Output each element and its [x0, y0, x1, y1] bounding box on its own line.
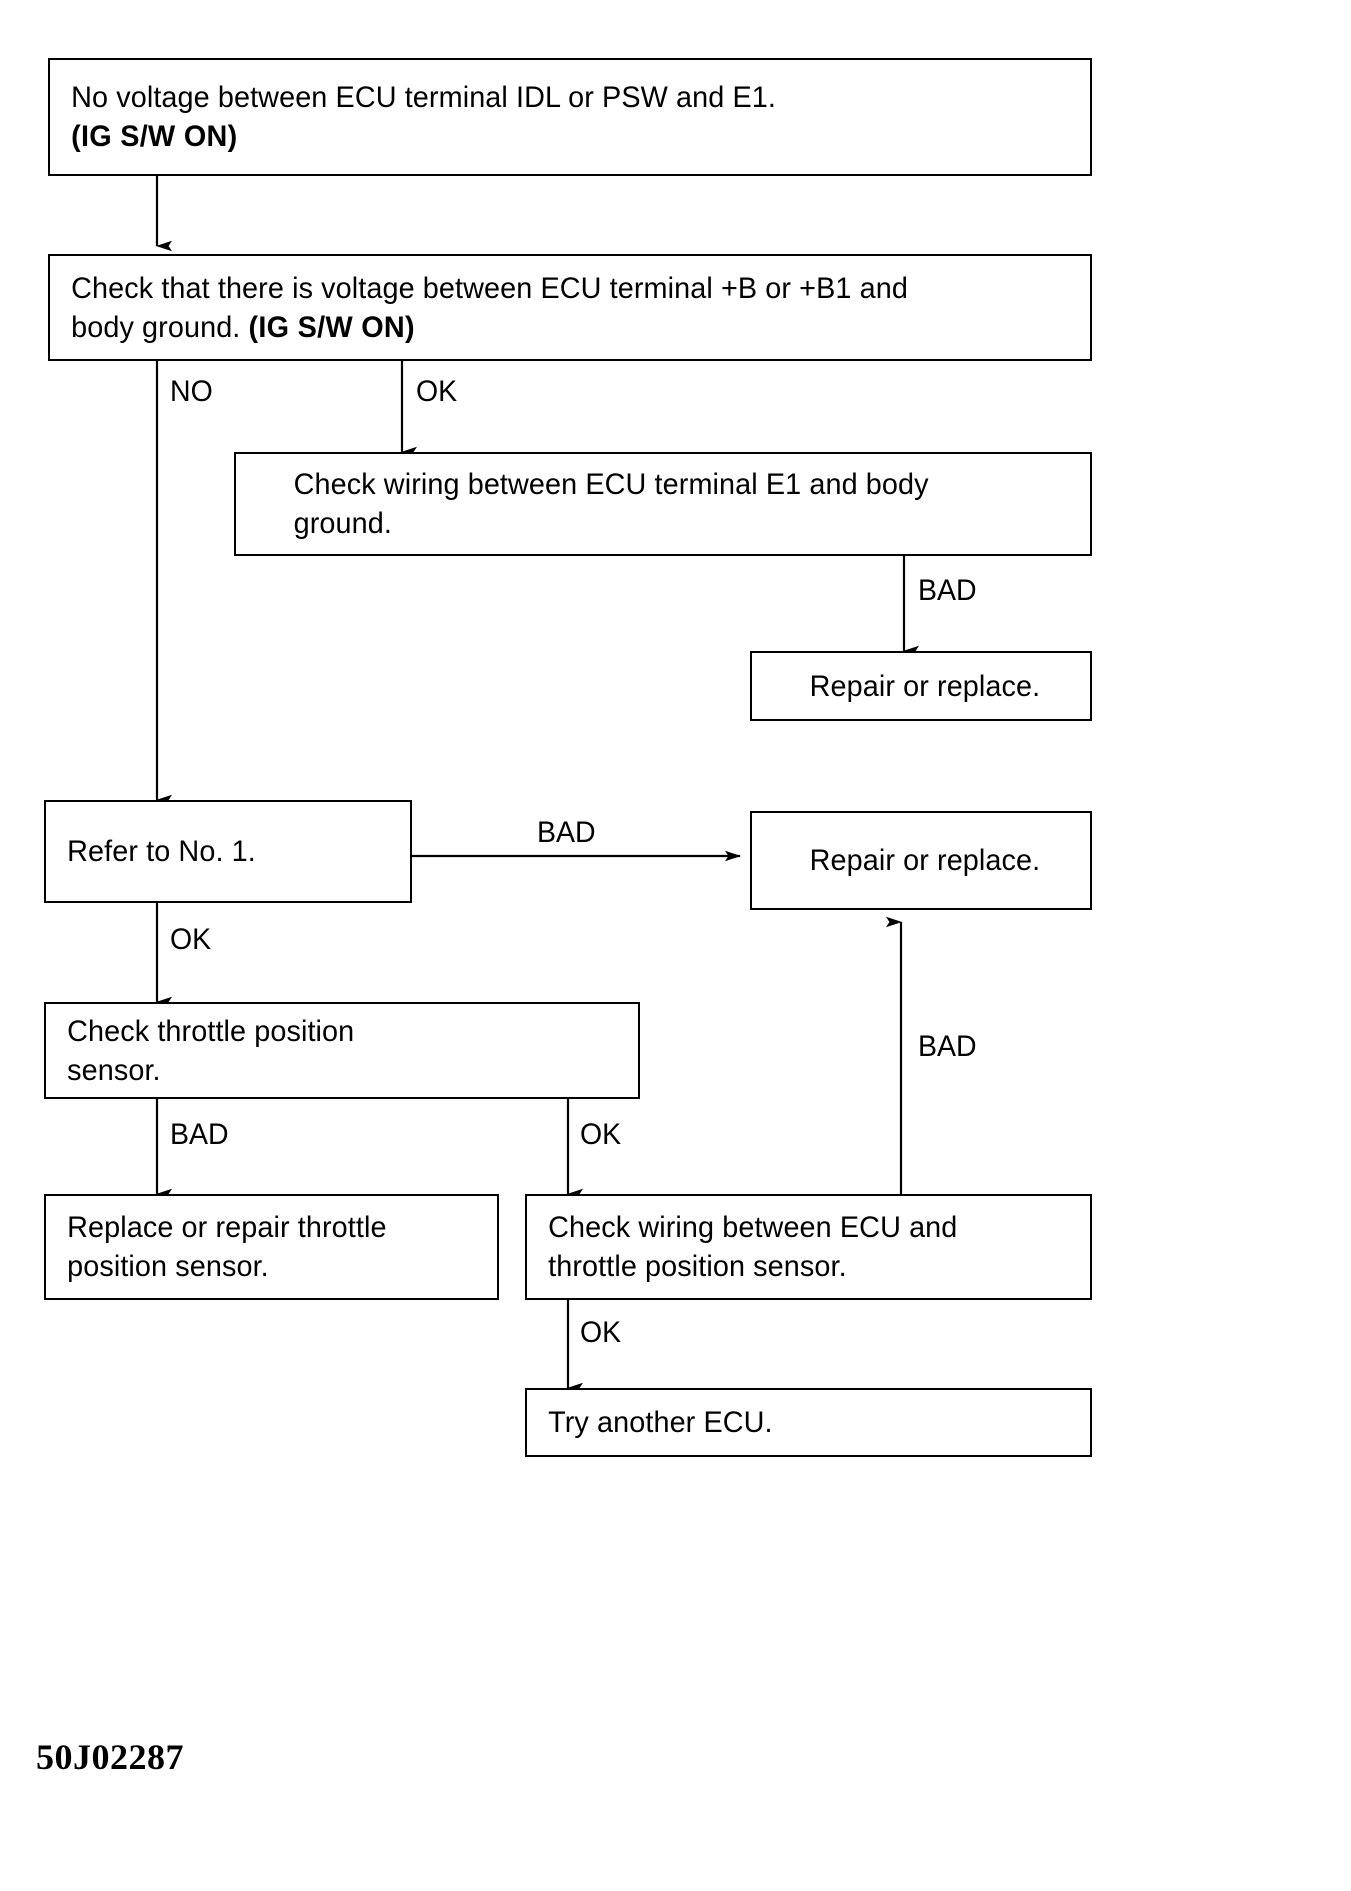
- node-repair-or-replace-right: Repair or replace.: [750, 811, 1092, 910]
- edge-label-ok-to-throttle-check: OK: [170, 923, 212, 956]
- node-line: (IG S/W ON): [71, 120, 238, 153]
- node-check-wiring-ecu-throttle-position-sensor: Check wiring between ECU and throttle po…: [525, 1194, 1092, 1300]
- node-line: Check wiring between ECU and: [548, 1211, 958, 1244]
- node-line: sensor.: [67, 1053, 161, 1087]
- edge-label-ok-to-try-another-ecu: OK: [580, 1316, 622, 1349]
- node-line: Check wiring between ECU terminal E1 and…: [293, 468, 929, 501]
- node-repair-or-replace-upper: Repair or replace.: [750, 651, 1092, 721]
- edge-label-ok-to-wiring-e1: OK: [416, 375, 458, 408]
- node-refer-to-no-1: Refer to No. 1.: [44, 800, 412, 903]
- node-line: Check throttle position: [67, 1014, 355, 1048]
- node-check-wiring-e1-body-ground: Check wiring between ECU terminal E1 and…: [234, 452, 1092, 556]
- node-replace-or-repair-throttle-position-sensor: Replace or repair throttle position sens…: [44, 1194, 499, 1300]
- edge-label-bad-wiring-to-repair: BAD: [918, 1030, 977, 1063]
- node-no-voltage-idl-psw: No voltage between ECU terminal IDL or P…: [48, 58, 1092, 176]
- node-line: body ground. (IG S/W ON): [71, 310, 415, 344]
- node-line: Check that there is voltage between ECU …: [71, 271, 908, 305]
- node-check-throttle-position-sensor: Check throttle position sensor.: [44, 1002, 640, 1099]
- edge-label-bad-to-replace-sensor: BAD: [170, 1118, 229, 1151]
- node-check-voltage-b-b1: Check that there is voltage between ECU …: [48, 254, 1092, 361]
- node-try-another-ecu: Try another ECU.: [525, 1388, 1092, 1457]
- reference-code: 50J02287: [36, 1737, 184, 1777]
- edge-label-no: NO: [170, 375, 213, 408]
- node-line: ground.: [293, 507, 392, 540]
- node-line: throttle position sensor.: [548, 1250, 847, 1283]
- node-line: No voltage between ECU terminal IDL or P…: [71, 81, 776, 114]
- node-line: Try another ECU.: [548, 1406, 773, 1439]
- node-line: position sensor.: [67, 1250, 269, 1283]
- edge-label-bad-to-repair-upper: BAD: [918, 574, 977, 607]
- node-line: Repair or replace.: [809, 669, 1041, 703]
- node-line: Refer to No. 1.: [67, 835, 256, 868]
- node-line: Replace or repair throttle: [67, 1211, 387, 1244]
- node-line: Repair or replace.: [809, 844, 1041, 877]
- edge-label-bad-refer-to-repair: BAD: [537, 816, 596, 849]
- edge-label-ok-to-check-wiring-sensor: OK: [580, 1118, 622, 1151]
